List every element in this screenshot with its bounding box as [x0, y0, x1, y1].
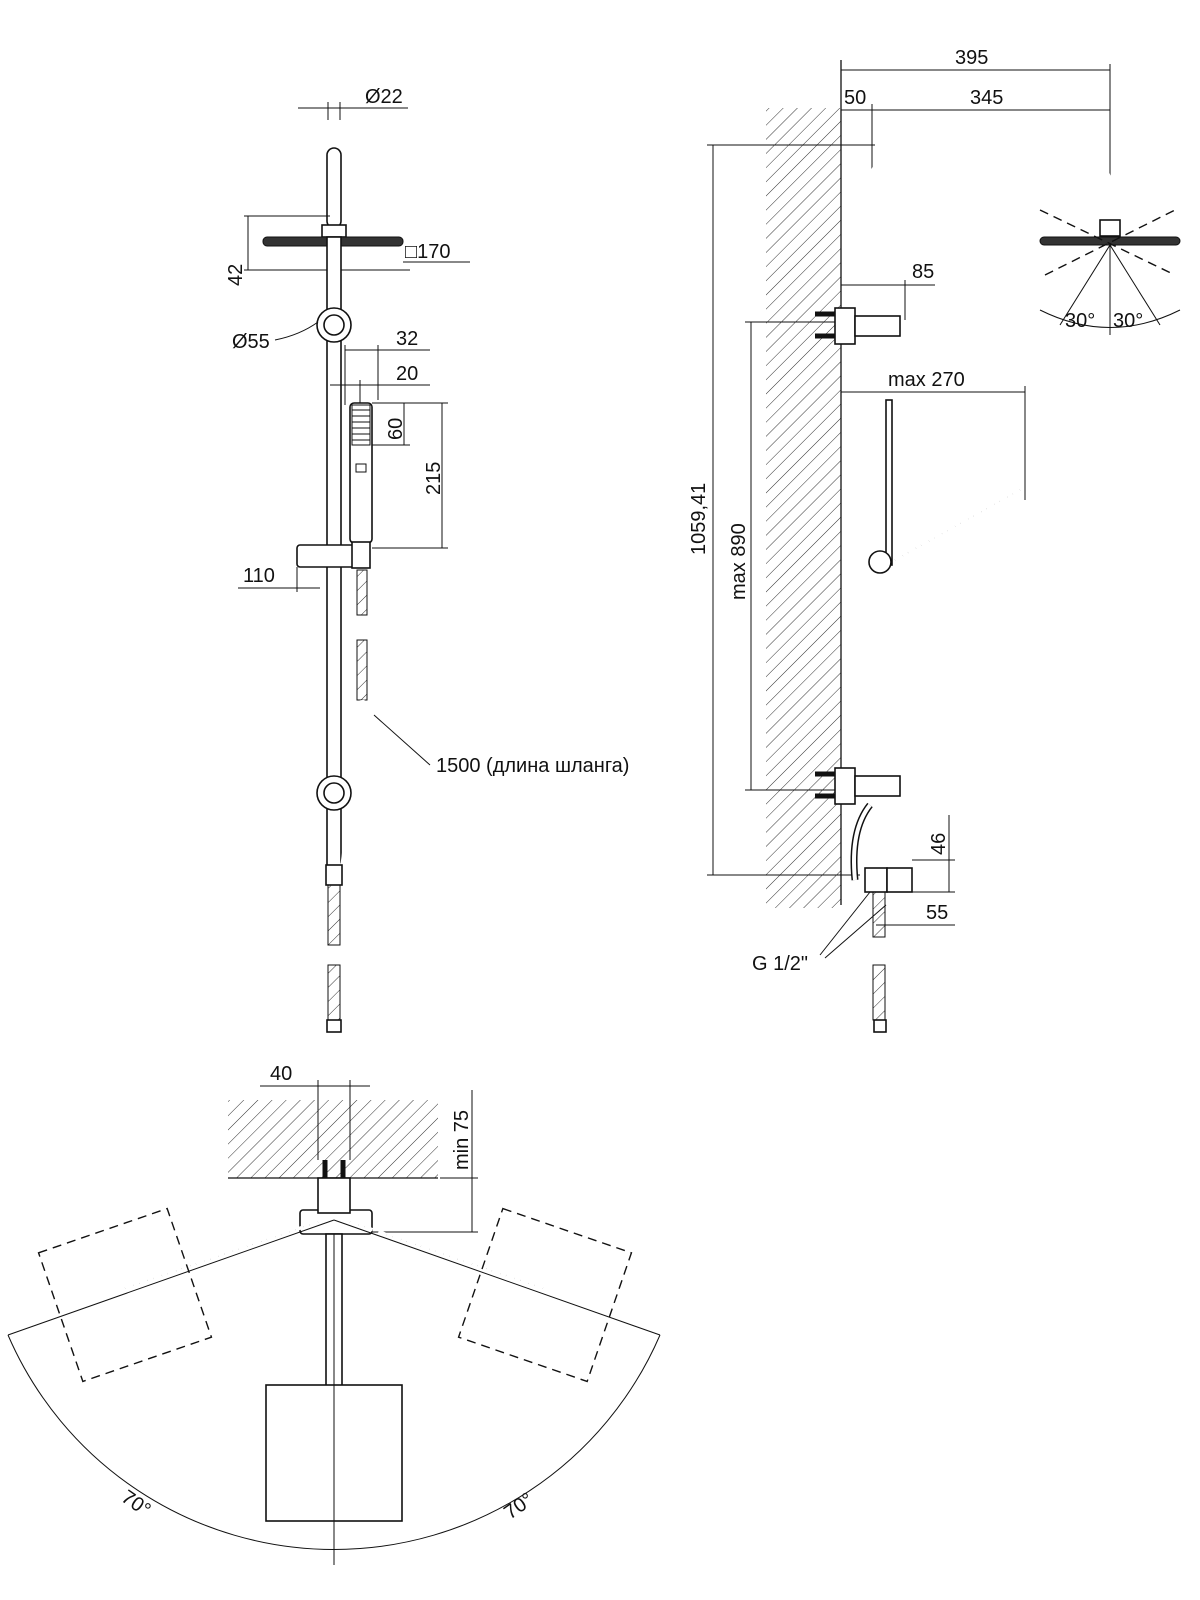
- dim-d55: Ø55: [232, 331, 270, 353]
- angle-70-left: 70°: [117, 1486, 154, 1521]
- angle-70-right: 70°: [500, 1489, 537, 1524]
- dim-height-1059: 1059,41: [688, 483, 710, 555]
- dim-55: 55: [926, 902, 948, 924]
- dim-max-890: max 890: [728, 523, 750, 600]
- dim-215: 215: [423, 462, 445, 495]
- dim-46: 46: [928, 833, 950, 855]
- dim-42: 42: [225, 264, 247, 286]
- dim-345: 345: [970, 87, 1003, 109]
- top-view: 40 min 75 70° 70°: [7, 1063, 661, 1565]
- dim-395: 395: [955, 47, 988, 69]
- side-view: 395 50 345 1059,41 30° 30° 85: [688, 47, 1181, 1033]
- dim-32: 32: [396, 328, 418, 350]
- thread-g-half: G 1/2": [752, 953, 808, 975]
- front-view: Ø22 42 □170 Ø55 32 20: [225, 86, 629, 1033]
- dim-40: 40: [270, 1063, 292, 1085]
- dim-max-270: max 270: [888, 369, 965, 391]
- dim-d22: Ø22: [365, 86, 403, 108]
- angle-30-right: 30°: [1113, 310, 1143, 332]
- angle-30-left: 30°: [1065, 310, 1095, 332]
- dim-head-170: □170: [405, 241, 450, 263]
- dim-110: 110: [243, 565, 275, 587]
- dim-min-75: min 75: [451, 1110, 473, 1170]
- hose-length: 1500 (длина шланга): [436, 755, 629, 777]
- dim-60: 60: [385, 418, 407, 440]
- dim-50: 50: [844, 87, 866, 109]
- dim-20: 20: [396, 363, 418, 385]
- dim-85: 85: [912, 261, 934, 283]
